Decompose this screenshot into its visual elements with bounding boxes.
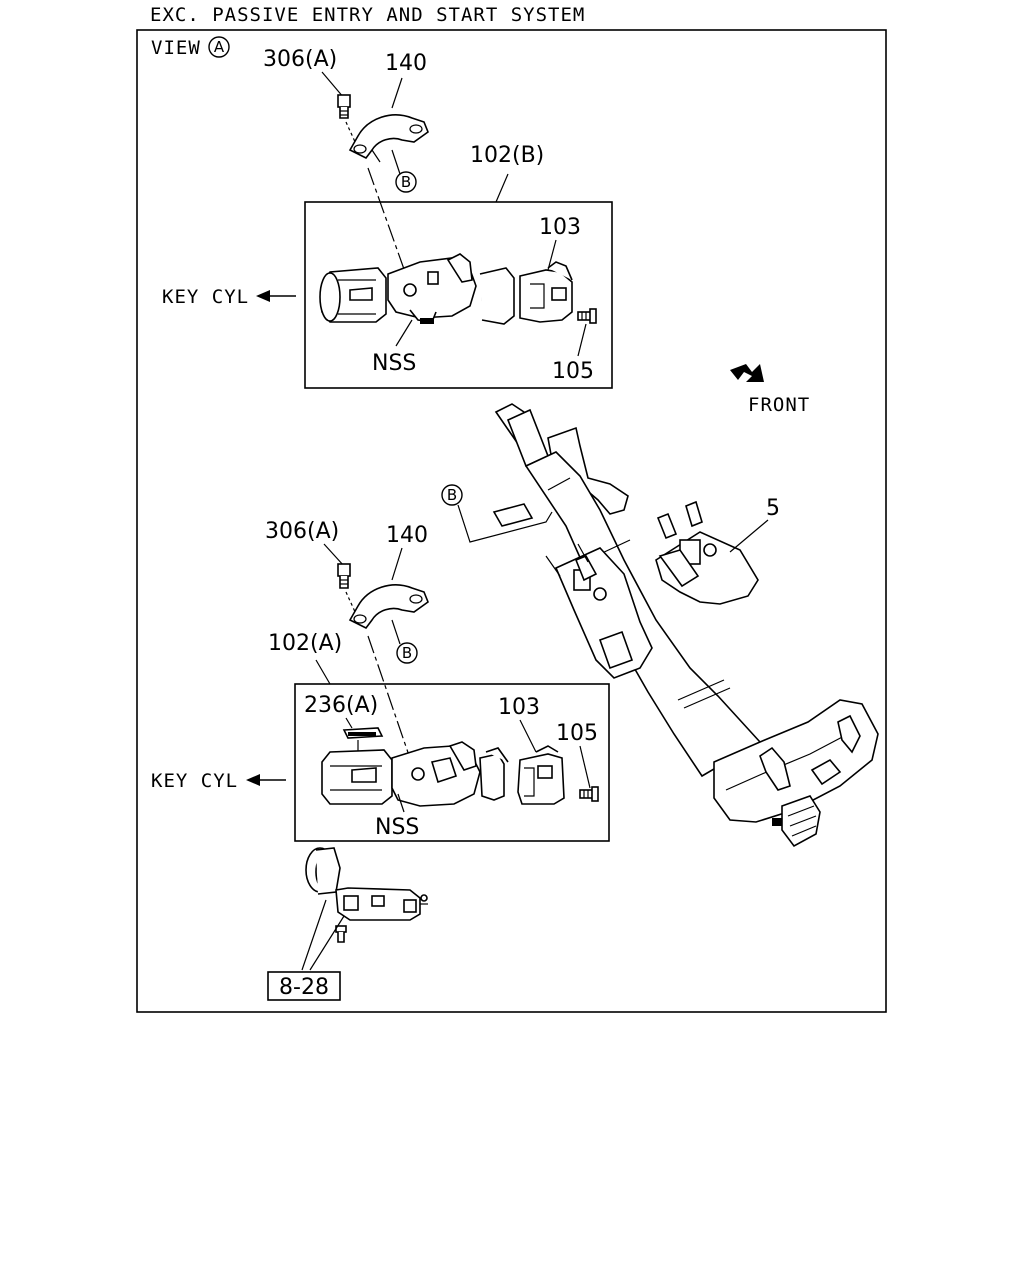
assembly-b-box bbox=[304, 201, 613, 389]
callout-bolt-top: 306(A) bbox=[263, 47, 337, 72]
callout-assembly-a: 102(A) bbox=[268, 631, 342, 656]
callout-clamp-bottom: 140 bbox=[386, 523, 428, 548]
coil-screw-part bbox=[335, 925, 347, 943]
callout-bolt-bottom: 306(A) bbox=[265, 519, 339, 544]
callout-page-ref: 8-28 bbox=[279, 975, 329, 1000]
callout-screw-bottom: 105 bbox=[556, 721, 598, 746]
clamp-top-part bbox=[348, 114, 429, 163]
callout-column: 5 bbox=[766, 496, 780, 521]
callout-switch-bottom: 103 bbox=[498, 695, 540, 720]
callout-assembly-b: 102(B) bbox=[470, 143, 544, 168]
view-marker: A bbox=[214, 38, 225, 56]
bolt-top-part bbox=[337, 94, 351, 119]
ref-b-column: B bbox=[447, 486, 457, 504]
callout-screw-top: 105 bbox=[552, 359, 594, 384]
front-arrow-icon bbox=[730, 364, 764, 382]
ref-b-top: B bbox=[401, 173, 411, 191]
steering-column-part bbox=[494, 403, 879, 848]
immobilizer-coil-part bbox=[305, 847, 428, 921]
callout-shim: 236(A) bbox=[304, 693, 378, 718]
key-cylinder-assembly-a bbox=[321, 741, 565, 807]
callout-switch-top: 103 bbox=[539, 215, 581, 240]
key-cyl-top: KEY CYL bbox=[162, 286, 249, 308]
key-cyl-bottom: KEY CYL bbox=[151, 770, 238, 792]
callout-front: FRONT bbox=[748, 394, 810, 416]
diagram-frame bbox=[136, 29, 887, 1013]
callout-clamp-top: 140 bbox=[385, 51, 427, 76]
header-caption: EXC. PASSIVE ENTRY AND START SYSTEM bbox=[150, 4, 585, 26]
clamp-bottom-part bbox=[348, 584, 429, 630]
page-ref-box bbox=[267, 971, 341, 1001]
callout-nss-top: NSS bbox=[372, 351, 416, 376]
view-text: VIEW bbox=[151, 37, 201, 59]
assembly-a-box bbox=[294, 683, 610, 842]
view-label: VIEW A bbox=[151, 36, 230, 59]
screw-bottom-part bbox=[579, 786, 599, 802]
key-cylinder-assembly-b bbox=[319, 253, 573, 325]
ref-b-bottom: B bbox=[402, 644, 412, 662]
screw-top-part bbox=[577, 308, 597, 324]
bolt-bottom-part bbox=[337, 563, 351, 589]
callout-nss-bottom: NSS bbox=[375, 815, 419, 840]
